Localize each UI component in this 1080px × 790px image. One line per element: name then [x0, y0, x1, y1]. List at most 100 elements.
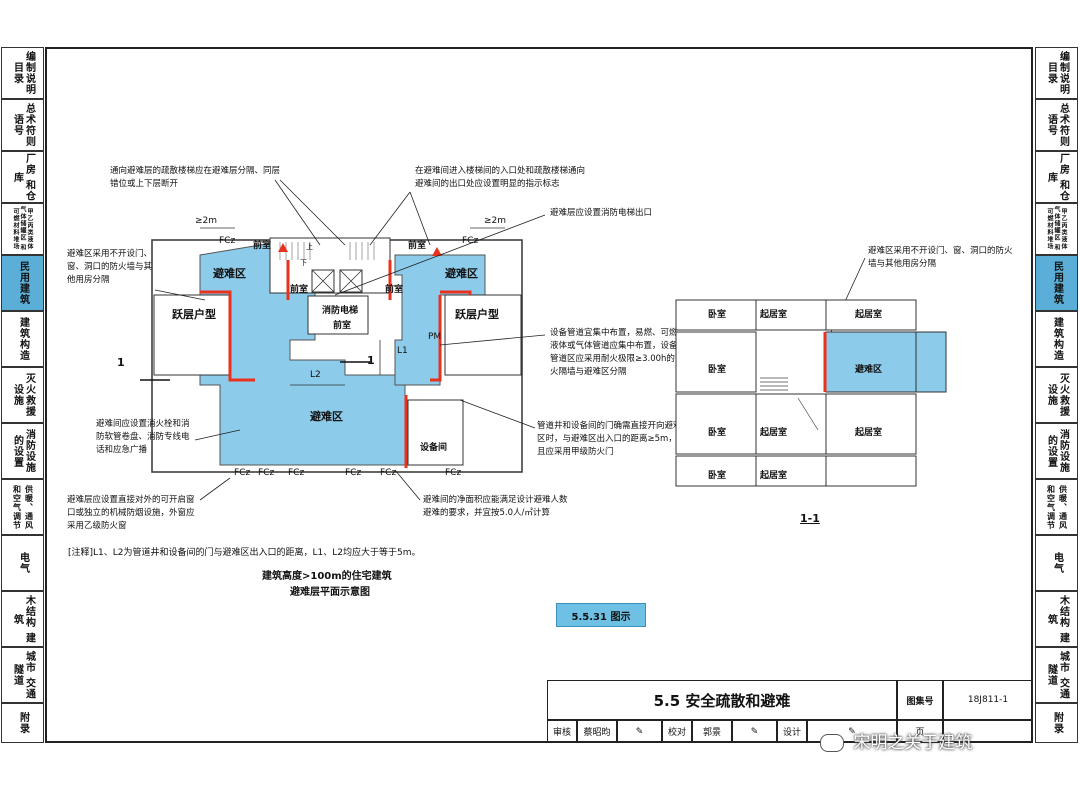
- annotation-fire-elevator-exit: 避难层应设置消防电梯出口: [550, 208, 653, 218]
- fire-wall-core: [286, 260, 392, 300]
- leader-line: [334, 214, 546, 296]
- tab-rescue[interactable]: 灭火救援 设施: [1, 367, 44, 423]
- fcz-label: FCz: [288, 468, 305, 478]
- exit-sign-marker: [278, 243, 288, 252]
- fire-elevator-lobby: [307, 295, 369, 335]
- refuge-area-label: 避难区: [213, 267, 246, 280]
- check-label: 校对: [662, 720, 692, 743]
- tab-timber[interactable]: 木结构 建筑: [1, 591, 44, 647]
- tab-appendix[interactable]: 附录: [1, 703, 44, 743]
- tab-fire-facilities[interactable]: 消防设施 的设置: [1035, 423, 1078, 479]
- figure-tag: 5.5.31 图示: [556, 603, 646, 627]
- design-label: 设计: [777, 720, 807, 743]
- leader-line: [279, 179, 346, 246]
- leader-line: [199, 477, 231, 501]
- section-room-living: 起居室: [760, 428, 788, 438]
- checker-signature: ✎: [732, 720, 777, 743]
- stair-down-label: 下: [300, 259, 307, 267]
- refuge-floor-plan: [140, 227, 523, 473]
- tab-fire-facilities[interactable]: 消防设施 的设置: [1, 423, 44, 479]
- tab-contents[interactable]: 编制说明 目录: [1, 47, 44, 99]
- exit-sign-marker: [432, 247, 442, 256]
- watermark: 宋明之关于建筑: [820, 728, 972, 753]
- section-room-living: 起居室: [760, 471, 788, 481]
- page-number: [943, 720, 1033, 743]
- checker-name: 郭景: [692, 720, 732, 743]
- tab-civil-buildings[interactable]: 民用建筑: [1, 255, 44, 311]
- reviewer-name: 蔡昭昀: [577, 720, 617, 743]
- tab-hvac[interactable]: 供暖、通风 和空气调节: [1, 479, 44, 535]
- dimension-2m-label: ≥2m: [484, 216, 507, 226]
- section-mark: 1: [367, 354, 375, 367]
- antechamber-label: 前室: [253, 241, 272, 251]
- tab-contents[interactable]: 编制说明 目录: [1035, 47, 1078, 99]
- duplex-unit-right: [444, 294, 522, 376]
- tab-rescue[interactable]: 灭火救援 设施: [1035, 367, 1078, 423]
- annotation-windows: 避难层应设置直接对外的可开启窗口或独立的机械防烟设施，外窗应采用乙级防火窗: [67, 495, 195, 531]
- tab-timber[interactable]: 木结构 建筑: [1035, 591, 1078, 647]
- tab-tunnel[interactable]: 城市 交通隧道: [1035, 647, 1078, 703]
- review-label: 审核: [547, 720, 577, 743]
- fire-wall-right: [430, 290, 472, 382]
- tab-terms[interactable]: 总术符则语号: [1035, 99, 1078, 151]
- duplex-unit-label: 跃层户型: [172, 308, 216, 321]
- annotation-stair-separation: 通向避难层的疏散楼梯应在避难层分隔、同层错位或上下层断开: [110, 166, 281, 189]
- section-room-bedroom: 卧室: [708, 310, 727, 320]
- tab-hvac[interactable]: 供暖、通风 和空气调节: [1035, 479, 1078, 535]
- tab-appendix[interactable]: 附录: [1035, 703, 1078, 743]
- tab-civil-buildings[interactable]: 民用建筑: [1035, 255, 1078, 311]
- fire-elevator-label: 消防电梯: [322, 306, 359, 316]
- leader-line: [409, 191, 431, 246]
- equipment-room: [407, 399, 464, 466]
- section-mark: 1: [117, 356, 125, 369]
- tab-electrical[interactable]: 电气: [1035, 535, 1078, 591]
- section-1-1: [675, 299, 947, 487]
- fcz-label: FCz: [380, 468, 397, 478]
- section-room-bedroom: 卧室: [708, 428, 727, 438]
- leader-line: [154, 289, 206, 301]
- tab-terms[interactable]: 总术符则语号: [1, 99, 44, 151]
- tab-factory[interactable]: 厂房 和仓库: [1, 151, 44, 203]
- tab-tanks[interactable]: 甲乙丙类液体 气体储罐区 和可燃材料堆场: [1, 203, 44, 255]
- annotation-pipe-area: 设备管道宜集中布置，易燃、可燃液体或气体管道应集中布置，设备管道区应采用耐火极限…: [550, 328, 684, 377]
- fcz-label: FCz: [219, 236, 236, 246]
- page-label: 页: [897, 720, 943, 743]
- refuge-area-label: 避难区: [445, 267, 478, 280]
- antechamber-label: 前室: [408, 241, 427, 251]
- annotation-refuge-wall-left: 避难区采用不开设门、窗、洞口的防火墙与其他用房分隔: [67, 249, 153, 285]
- tab-electrical[interactable]: 电气: [1, 535, 44, 591]
- leader-line: [194, 429, 241, 441]
- duplex-unit-label: 跃层户型: [455, 308, 499, 321]
- plan-caption: 避难层平面示意图: [290, 587, 370, 598]
- fire-wall-left: [200, 290, 255, 382]
- fcz-label: FCz: [345, 468, 362, 478]
- leader-line: [459, 399, 536, 429]
- atlas-number: 18J811-1: [943, 680, 1033, 720]
- plan-note: [注释]L1、L2为管道井和设备间的门与避难区出入口的距离，L1、L2均应大于等…: [68, 548, 421, 558]
- annotation-hydrants: 避难间应设置消火栓和消防软管卷盘、消防专线电话和应急广播: [96, 419, 190, 455]
- antechamber-label: 前室: [290, 285, 309, 295]
- section-title: 1-1: [800, 512, 820, 525]
- leader-line: [439, 334, 546, 346]
- fcz-label: FCz: [445, 468, 462, 478]
- tab-construction[interactable]: 建筑构造: [1035, 311, 1078, 367]
- section-room-bedroom: 卧室: [708, 471, 727, 481]
- pm-label: PM: [428, 332, 442, 342]
- tab-tunnel[interactable]: 城市 交通隧道: [1, 647, 44, 703]
- drawing-frame: [45, 47, 1033, 743]
- l2-label: L2: [310, 370, 321, 380]
- l1-label: L1: [397, 346, 408, 356]
- dimension-2m-label: ≥2m: [195, 216, 218, 226]
- tab-construction[interactable]: 建筑构造: [1, 311, 44, 367]
- wechat-icon: [820, 734, 844, 752]
- watermark-text: 宋明之关于建筑: [853, 733, 973, 753]
- leader-line: [369, 191, 411, 246]
- leader-line: [394, 469, 421, 501]
- stair-up-label: 上: [306, 243, 313, 251]
- annotation-net-area: 避难间的净面积应能满足设计避难人数避难的要求，并宜按5.0人/㎡计算: [423, 495, 568, 518]
- title-block: 5.5 安全疏散和避难 图集号 18J811-1 审核 蔡昭昀 ✎ 校对 郭景 …: [547, 680, 1033, 743]
- duplex-unit-left: [153, 294, 231, 376]
- tab-tanks[interactable]: 甲乙丙类液体 气体储罐区 和可燃材料堆场: [1035, 203, 1078, 255]
- tab-factory[interactable]: 厂房 和仓库: [1035, 151, 1078, 203]
